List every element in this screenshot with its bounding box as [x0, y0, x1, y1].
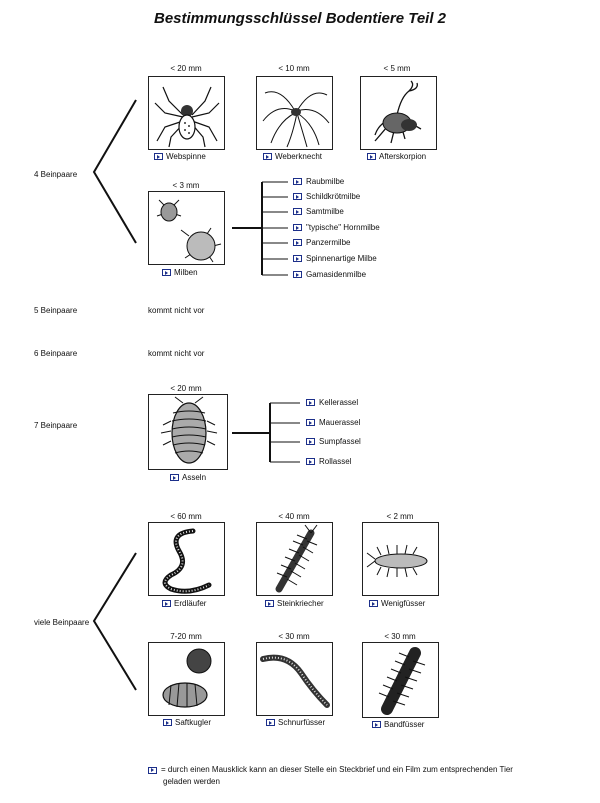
size-label: < 30 mm — [384, 632, 416, 641]
harvestman-image[interactable] — [256, 76, 333, 150]
footnote-line-1: = durch einen Mausklick kann an dieser S… — [161, 765, 513, 774]
play-icon[interactable] — [293, 271, 302, 278]
play-icon[interactable] — [367, 153, 376, 160]
animal-link-erdlaeufer[interactable]: Erdläufer — [162, 599, 206, 608]
size-label: < 40 mm — [278, 512, 310, 521]
group-text-5: kommt nicht vor — [148, 306, 205, 315]
woodlouse-subtype[interactable]: Kellerassel — [306, 398, 358, 407]
size-label: < 2 mm — [386, 512, 414, 521]
animal-link-milben[interactable]: Milben — [162, 268, 198, 277]
pill-millipede-icon — [162, 648, 212, 708]
julid-icon — [260, 654, 330, 708]
mite-subtype[interactable]: Gamasidenmilbe — [293, 270, 366, 279]
pill-millipede-image[interactable] — [148, 642, 225, 716]
footnote-line-2: geladen werden — [163, 777, 220, 786]
mite-subtype[interactable]: Samtmilbe — [293, 207, 344, 216]
group-text-6: kommt nicht vor — [148, 349, 205, 358]
play-icon[interactable] — [170, 474, 179, 481]
geophilomorph-icon — [162, 528, 212, 594]
play-icon[interactable] — [293, 193, 302, 200]
size-label: < 20 mm — [170, 384, 202, 393]
spider-image[interactable] — [148, 76, 225, 150]
size-label: < 30 mm — [278, 632, 310, 641]
group-label-7: 7 Beinpaare — [34, 421, 78, 430]
mite-subtype[interactable]: Schildkrötmilbe — [293, 192, 360, 201]
play-icon[interactable] — [306, 399, 315, 406]
play-icon[interactable] — [263, 153, 272, 160]
mite-subtype[interactable]: Spinnenartige Milbe — [293, 254, 377, 263]
play-icon[interactable] — [372, 721, 381, 728]
play-icon[interactable] — [163, 719, 172, 726]
size-label: 7-20 mm — [170, 632, 202, 641]
geophilomorph-image[interactable] — [148, 522, 225, 596]
size-label: < 3 mm — [172, 181, 200, 190]
mite-image[interactable] — [148, 191, 225, 265]
play-icon[interactable] — [162, 269, 171, 276]
polydesmid-icon — [378, 647, 426, 715]
play-icon[interactable] — [306, 458, 315, 465]
animal-link-webspinne[interactable]: Webspinne — [154, 152, 206, 161]
pseudoscorpion-icon — [374, 80, 422, 144]
group-label-4: 4 Beinpaare — [34, 170, 78, 179]
spider-icon — [154, 86, 220, 148]
page-title: Bestimmungsschlüssel Bodentiere Teil 2 — [153, 10, 447, 27]
play-icon[interactable] — [293, 224, 302, 231]
mite-subtype[interactable]: Panzermilbe — [293, 238, 350, 247]
play-icon[interactable] — [306, 419, 315, 426]
pauropod-icon — [366, 544, 428, 578]
footnote: = durch einen Mausklick kann an dieser S… — [148, 764, 588, 788]
size-label: < 10 mm — [278, 64, 310, 73]
mite-subtype[interactable]: "typische" Hornmilbe — [293, 223, 380, 232]
pseudoscorpion-image[interactable] — [360, 76, 437, 150]
lithobius-icon — [275, 524, 318, 593]
animal-link-weberknecht[interactable]: Weberknecht — [263, 152, 322, 161]
polydesmid-image[interactable] — [362, 642, 439, 718]
play-icon[interactable] — [266, 719, 275, 726]
animal-link-saftkugler[interactable]: Saftkugler — [163, 718, 211, 727]
animal-link-bandfuesser[interactable]: Bandfüsser — [372, 720, 424, 729]
play-icon[interactable] — [293, 239, 302, 246]
play-icon[interactable] — [154, 153, 163, 160]
mite-subtype[interactable]: Raubmilbe — [293, 177, 344, 186]
animal-link-wenigfuesser[interactable]: Wenigfüsser — [369, 599, 425, 608]
size-label: < 60 mm — [170, 512, 202, 521]
woodlouse-icon — [160, 396, 218, 464]
harvestman-icon — [262, 91, 330, 148]
play-icon[interactable] — [369, 600, 378, 607]
group-label-many: viele Beinpaare — [34, 618, 90, 627]
animal-link-afterskorpion[interactable]: Afterskorpion — [367, 152, 426, 161]
animal-link-asseln[interactable]: Asseln — [170, 473, 206, 482]
animal-link-schnurfuesser[interactable]: Schnurfüsser — [266, 718, 325, 727]
play-icon[interactable] — [162, 600, 171, 607]
play-icon[interactable] — [293, 178, 302, 185]
play-icon[interactable] — [293, 255, 302, 262]
lithobius-image[interactable] — [256, 522, 333, 596]
play-icon[interactable] — [306, 438, 315, 445]
pauropod-image[interactable] — [362, 522, 439, 596]
play-icon — [148, 766, 157, 774]
julid-image[interactable] — [256, 642, 333, 716]
mite-icon — [156, 199, 222, 263]
group-label-6: 6 Beinpaare — [34, 349, 78, 358]
woodlouse-subtype[interactable]: Mauerassel — [306, 418, 360, 427]
animal-link-steinkriecher[interactable]: Steinkriecher — [265, 599, 324, 608]
woodlouse-subtype[interactable]: Rollassel — [306, 457, 351, 466]
size-label: < 20 mm — [170, 64, 202, 73]
woodlouse-image[interactable] — [148, 394, 228, 470]
group-label-5: 5 Beinpaare — [34, 306, 78, 315]
size-label: < 5 mm — [383, 64, 411, 73]
woodlouse-subtype[interactable]: Sumpfassel — [306, 437, 361, 446]
play-icon[interactable] — [293, 208, 302, 215]
play-icon[interactable] — [265, 600, 274, 607]
